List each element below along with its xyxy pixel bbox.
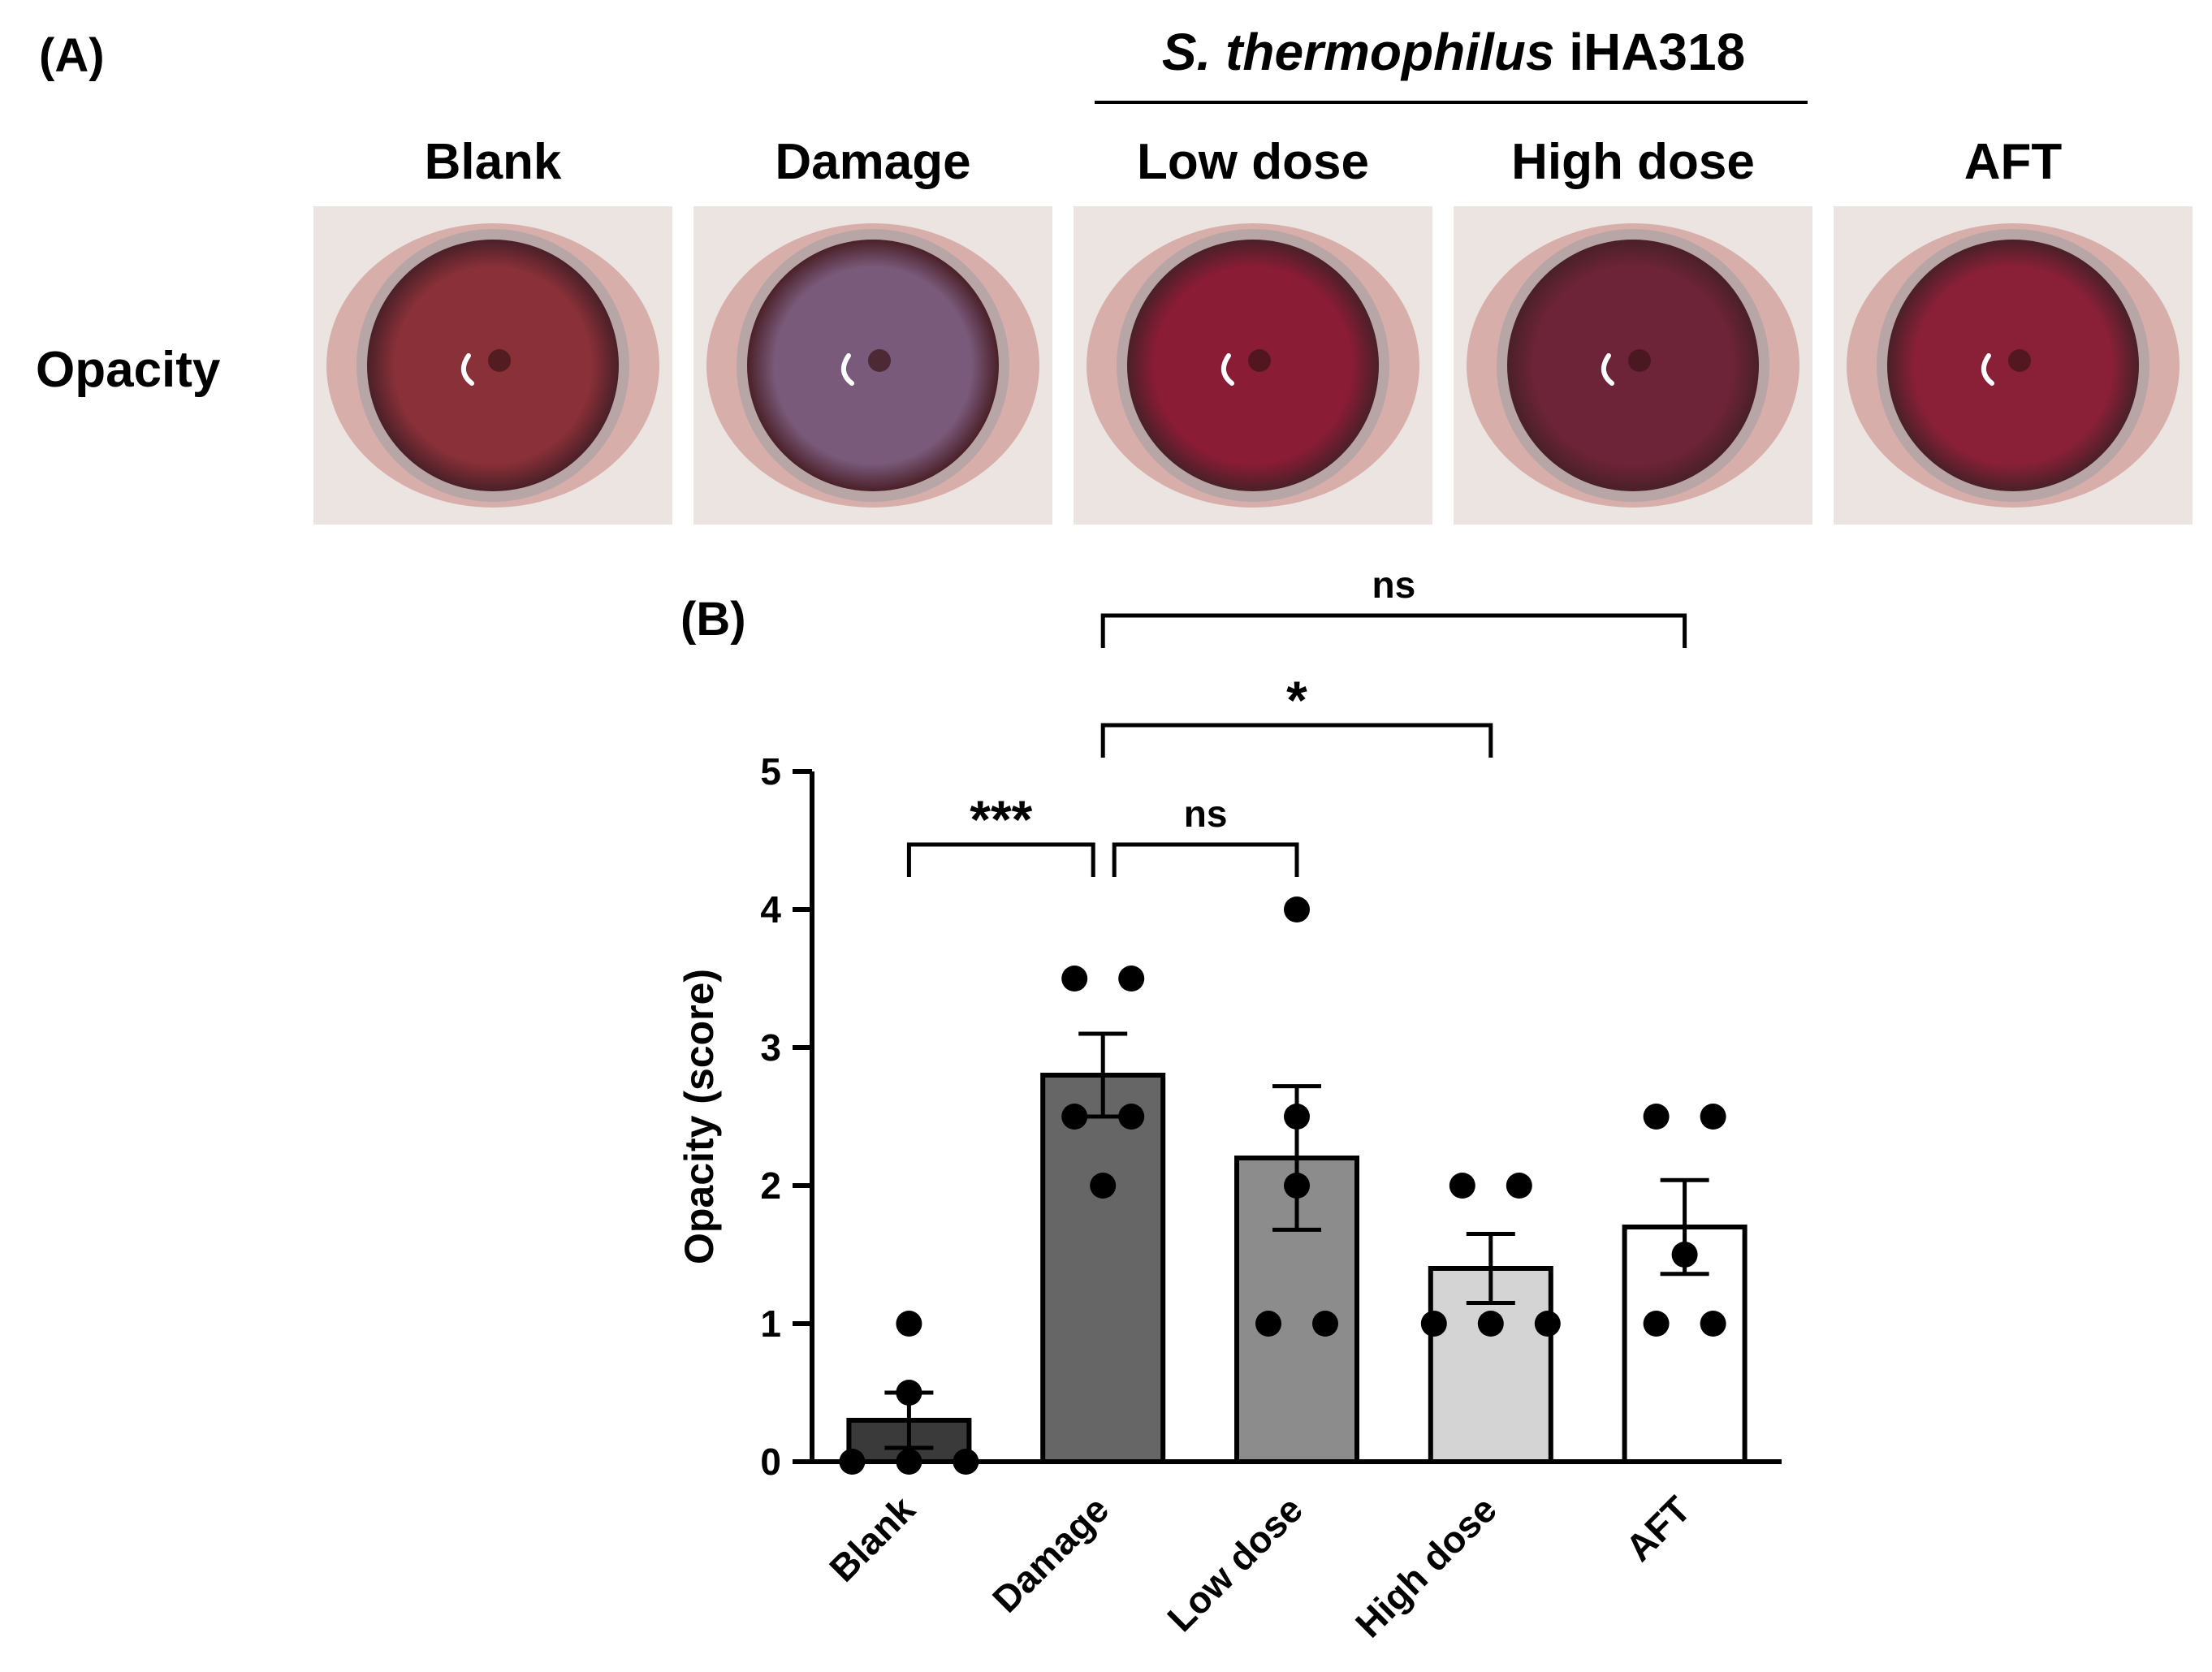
data-point	[1643, 1104, 1670, 1130]
data-point	[1643, 1311, 1670, 1337]
eye-photo-damage	[693, 206, 1052, 525]
y-tick-label: 3	[760, 1026, 781, 1069]
eye-photo-high-dose	[1454, 206, 1812, 525]
significance-label: ***	[970, 789, 1032, 849]
data-point	[1118, 966, 1145, 992]
significance-bracket: *	[1100, 670, 1493, 758]
y-axis-label: Opacity (score)	[676, 969, 722, 1264]
data-point	[953, 1449, 979, 1475]
column-label: Damage	[775, 134, 970, 190]
bar-damage	[1040, 1073, 1166, 1464]
error-bar	[1466, 1232, 1515, 1305]
strain-group-label: S. thermophilus iHA318	[1162, 23, 1745, 81]
eye-photo-aft	[1834, 206, 2193, 525]
opacity-row-label: Opacity	[36, 342, 221, 398]
y-tick-label: 4	[760, 888, 781, 931]
data-point	[1061, 966, 1088, 992]
data-point	[896, 1311, 922, 1337]
strain-species: S. thermophilus	[1162, 23, 1555, 81]
data-point	[1061, 1104, 1088, 1130]
significance-label: *	[1286, 670, 1307, 730]
data-point	[1090, 1173, 1117, 1199]
data-point	[839, 1449, 866, 1475]
data-point	[1255, 1311, 1281, 1337]
data-point	[1312, 1311, 1338, 1337]
column-label: Low dose	[1137, 134, 1369, 190]
significance-bracket: ns	[1100, 564, 1687, 648]
y-tick-label: 5	[760, 750, 781, 793]
x-tick-label: Blank	[821, 1488, 923, 1590]
data-point	[896, 1380, 922, 1406]
data-point	[1700, 1311, 1726, 1337]
eye-photo-row: Blank Damage Low dose High dose AFT	[313, 134, 2193, 525]
significance-label: ns	[1372, 564, 1416, 606]
data-point	[896, 1449, 922, 1475]
data-point	[1700, 1104, 1726, 1130]
data-point	[1284, 1173, 1310, 1199]
significance-bracket: ns	[1112, 793, 1299, 877]
y-tick-label: 0	[760, 1441, 781, 1483]
x-tick-label: High dose	[1347, 1488, 1505, 1645]
y-tick-label: 2	[760, 1164, 781, 1207]
x-tick-label: Damage	[984, 1488, 1117, 1620]
strain-id: iHA318	[1554, 23, 1745, 81]
panel-a-label: (A)	[39, 29, 105, 82]
x-tick-label: AFT	[1618, 1488, 1699, 1569]
data-point	[1284, 1104, 1310, 1130]
data-point	[1477, 1311, 1504, 1337]
data-point	[1449, 1173, 1475, 1199]
eye-photo-blank	[313, 206, 672, 525]
column-label: High dose	[1511, 134, 1755, 190]
significance-bracket: ***	[906, 789, 1095, 877]
data-point	[1284, 896, 1310, 922]
data-point	[1534, 1311, 1561, 1337]
column-label: Blank	[425, 134, 562, 190]
data-point	[1506, 1173, 1532, 1199]
data-point	[1671, 1242, 1698, 1268]
y-tick-label: 1	[760, 1303, 781, 1345]
data-point	[1118, 1104, 1145, 1130]
column-label: AFT	[1964, 134, 2063, 190]
significance-label: ns	[1184, 793, 1228, 835]
eye-photo-low-dose	[1074, 206, 1432, 525]
data-point	[1420, 1311, 1447, 1337]
panel-b-label: (B)	[680, 593, 746, 646]
x-tick-label: Low dose	[1159, 1488, 1311, 1640]
